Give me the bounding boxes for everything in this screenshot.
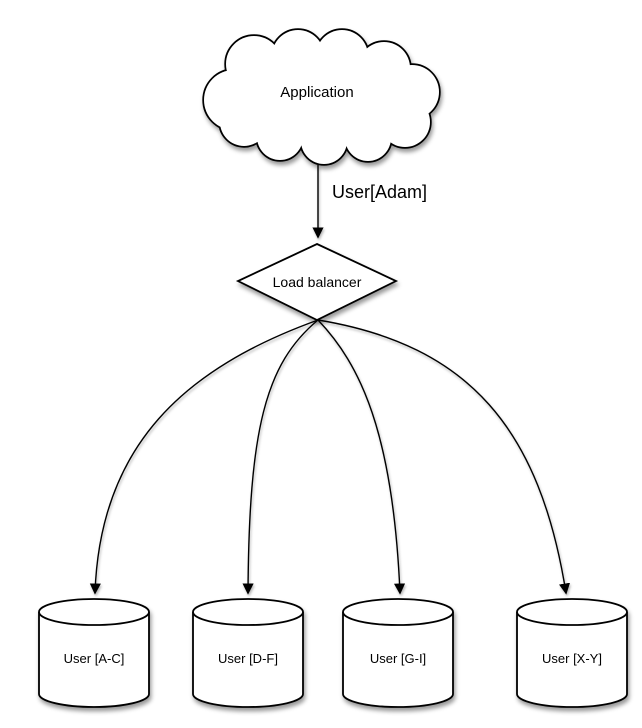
route-arrow-shard-1 bbox=[89, 319, 319, 595]
cylinder-body bbox=[342, 612, 454, 708]
cloud-icon-fill bbox=[204, 30, 439, 164]
cylinder-body bbox=[192, 612, 304, 708]
shard-label-3: User [G-I] bbox=[370, 651, 426, 666]
shard-cylinder-4 bbox=[516, 598, 628, 708]
application-cloud-shape bbox=[202, 28, 441, 166]
cylinder-top bbox=[342, 598, 454, 626]
route-arrow-shard-4 bbox=[317, 319, 571, 595]
shard-cylinder-3 bbox=[342, 598, 454, 708]
load-balancer-node bbox=[235, 243, 399, 322]
shard-label-4: User [X-Y] bbox=[542, 651, 602, 666]
cylinder-body bbox=[38, 612, 150, 708]
request-arrow-label: User[Adam] bbox=[332, 182, 427, 202]
cylinder-top bbox=[516, 598, 628, 626]
shard-label-1: User [A-C] bbox=[64, 651, 125, 666]
application-label: Application bbox=[280, 84, 353, 101]
cylinder-body bbox=[516, 612, 628, 708]
shard-label-2: User [D-F] bbox=[218, 651, 278, 666]
route-arrow-shard-2 bbox=[242, 319, 319, 595]
shard-cylinder-2 bbox=[192, 598, 304, 708]
route-arrow-shard-3 bbox=[317, 319, 406, 595]
cylinder-top bbox=[192, 598, 304, 626]
shard-cylinder-1 bbox=[38, 598, 150, 708]
cylinder-top bbox=[38, 598, 150, 626]
load-balancer-diamond bbox=[235, 243, 399, 322]
edges-layer bbox=[89, 165, 571, 595]
load-balancer-label: Load balancer bbox=[273, 274, 362, 290]
